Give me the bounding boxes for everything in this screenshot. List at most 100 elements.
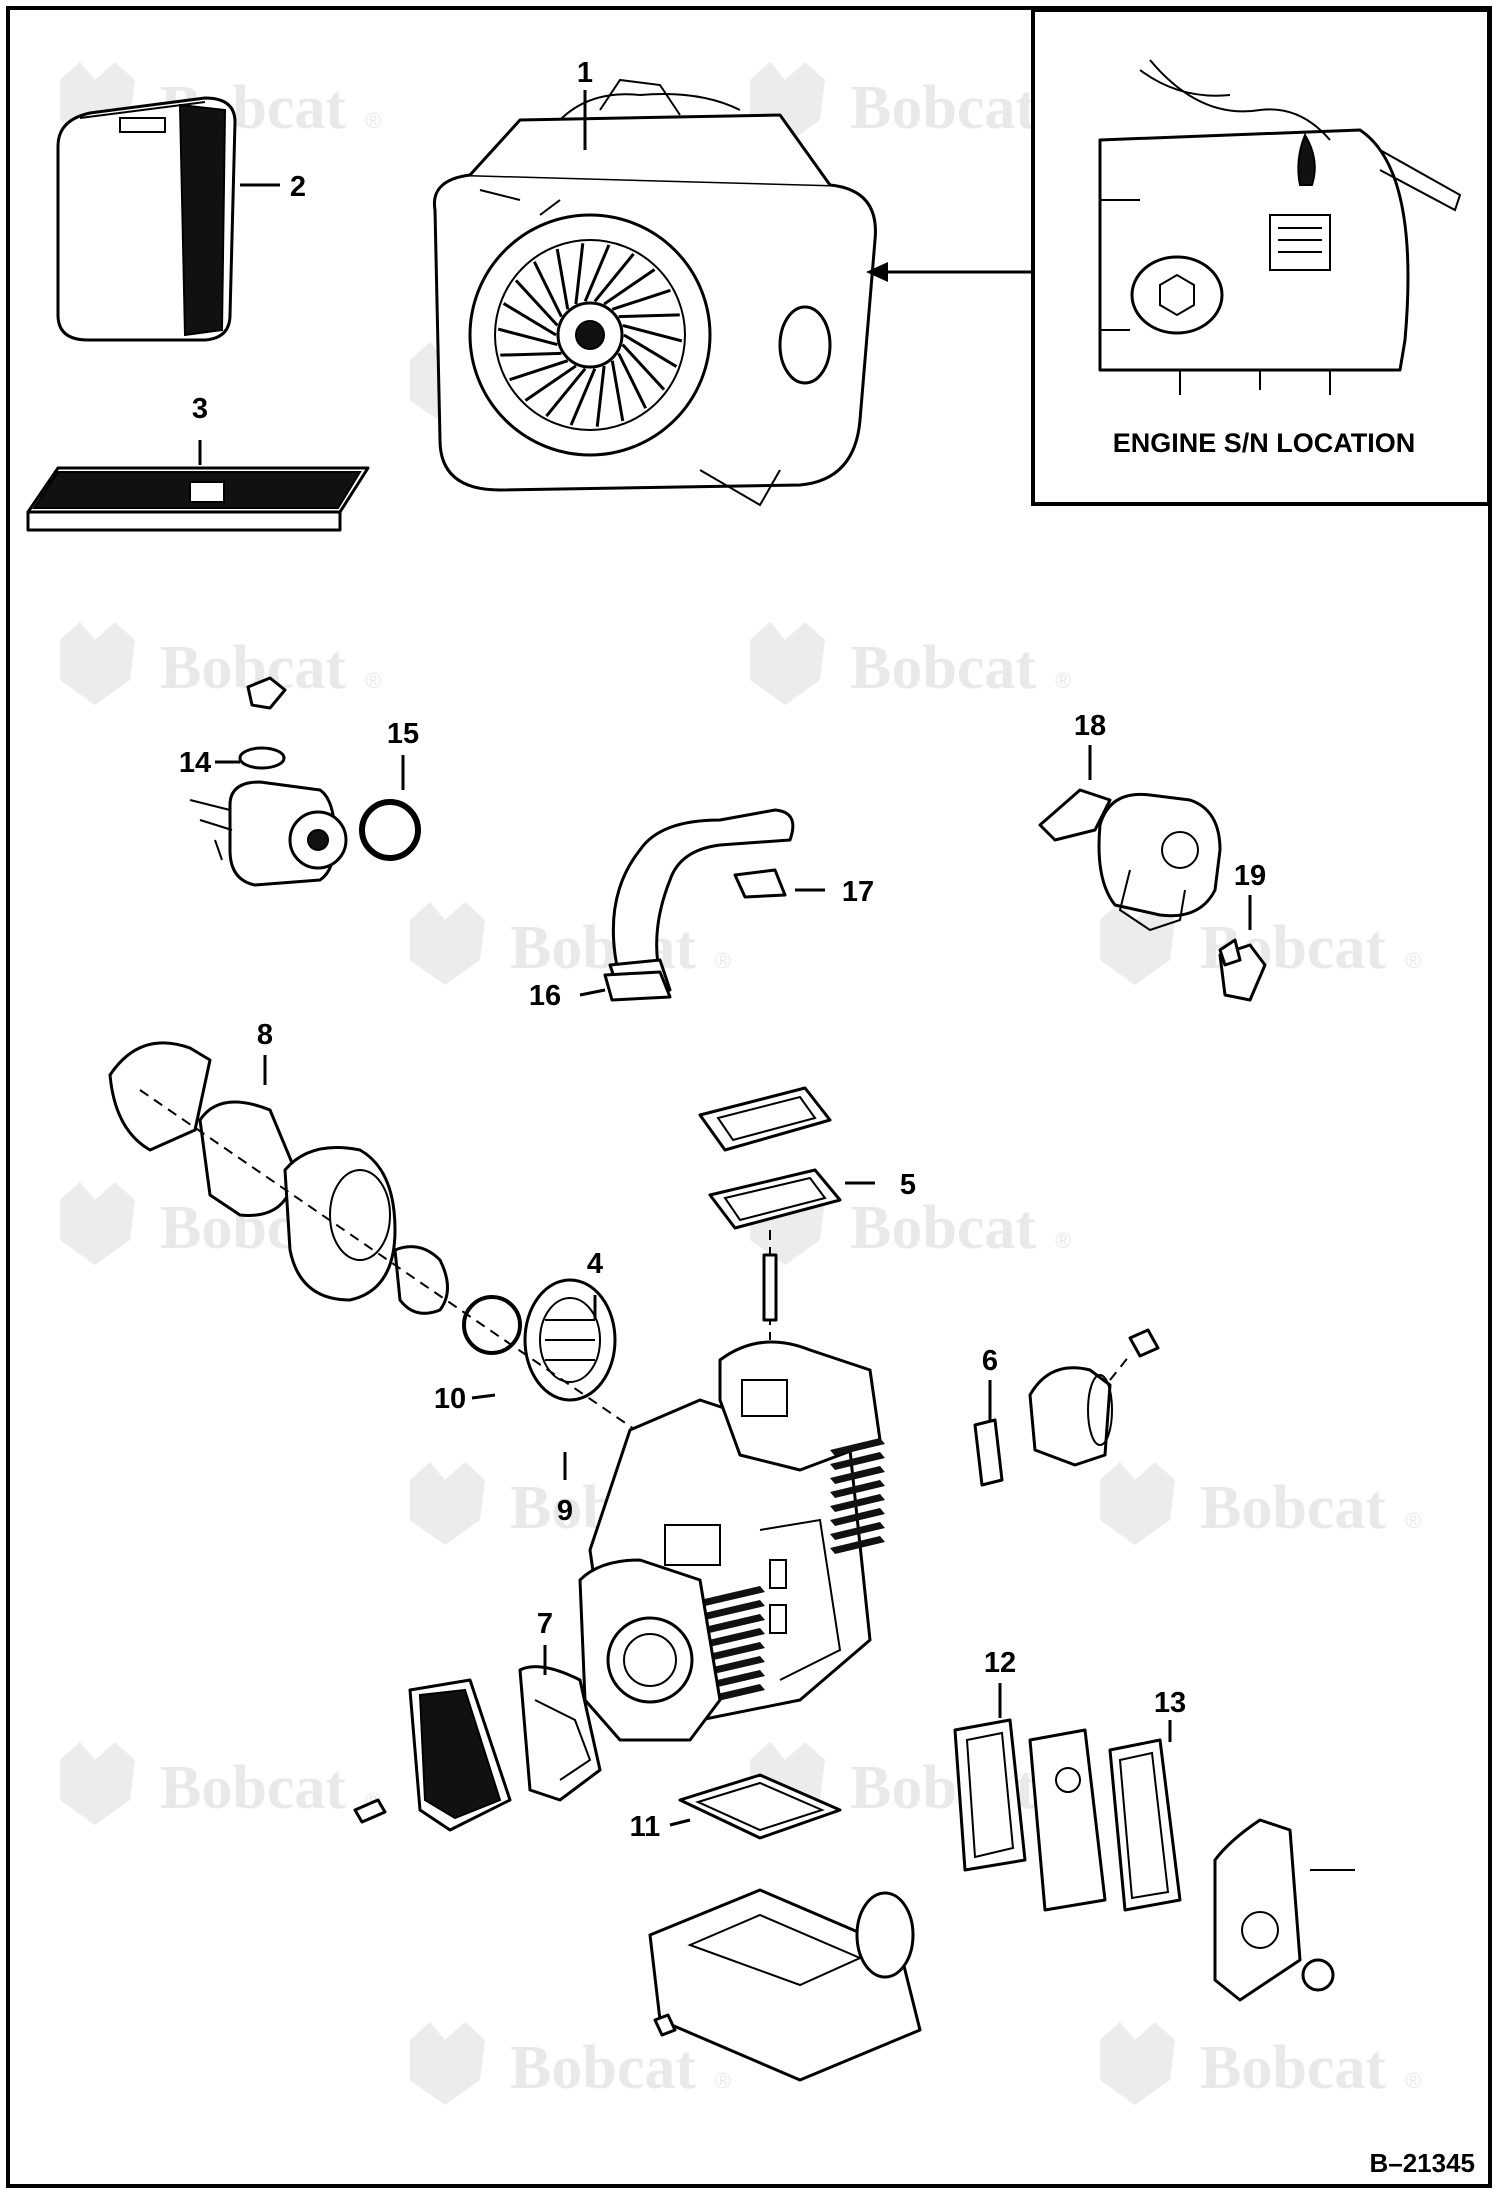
page-border [6, 6, 1492, 2188]
bobcat-logo-icon: Bobcat ® [410, 2022, 731, 2105]
callout-16: 16 [529, 980, 561, 1012]
fan-fin [509, 359, 569, 382]
fan-fin [593, 252, 635, 303]
watermark-registered-mark: ® [1055, 668, 1071, 693]
callout-13: 13 [1154, 1687, 1186, 1719]
callout-3: 3 [192, 393, 208, 425]
fan-fin [617, 352, 647, 409]
callout-8: 8 [257, 1019, 273, 1051]
watermark-registered-mark: ® [365, 108, 381, 133]
watermark-registered-mark: ® [1405, 2068, 1421, 2093]
cooling-fin [700, 1628, 765, 1648]
gear-cover-gaskets-icon [953, 1718, 1355, 2002]
valve-cover-gasket-icon [698, 1086, 842, 1340]
callout-1: 1 [577, 57, 593, 89]
watermark-registered-mark: ® [1405, 1508, 1421, 1533]
cooling-fin [830, 1452, 885, 1470]
fan-fin [497, 327, 558, 347]
assembly-axis-line [139, 1089, 651, 1441]
fan-fins [497, 243, 683, 427]
cylinder-head-icon [353, 1665, 602, 1832]
fan-fin [618, 313, 680, 319]
engine-detail-icon [1098, 59, 1462, 395]
crankcase-icon [578, 1340, 885, 1742]
watermark-registered-mark: ® [715, 2068, 731, 2093]
callout-19: 19 [1234, 860, 1266, 892]
fan-fin [574, 243, 585, 305]
oil-filter-adapter-icon [973, 1328, 1160, 1487]
fan-fin [595, 365, 606, 427]
watermark-text: Bobcat [1200, 1474, 1386, 1542]
oil-pan-icon [648, 1773, 922, 2082]
inset-title: ENGINE S/N LOCATION [1113, 428, 1416, 458]
cooling-fin [830, 1494, 885, 1512]
callout-leaders [198, 90, 1252, 1827]
cooling-fin [830, 1536, 885, 1554]
bobcat-logo-icon: Bobcat® [750, 62, 1071, 145]
fan-fin [555, 248, 570, 310]
cooling-fin [830, 1438, 885, 1456]
fan-fin [533, 261, 563, 318]
watermark-text: Bobcat [160, 1754, 346, 1822]
drawing-reference-number: B–21345 [1369, 2148, 1475, 2178]
callout-5: 5 [900, 1169, 916, 1201]
callout-6: 6 [982, 1345, 998, 1377]
cooling-fin [830, 1508, 885, 1526]
watermark-registered-mark: ® [1405, 948, 1421, 973]
breather-tube-icon [603, 808, 795, 1002]
fuel-pump-icon [189, 676, 421, 887]
fan-fin [583, 244, 611, 302]
watermark-registered-mark: ® [715, 948, 731, 973]
fan-fin [524, 364, 577, 402]
fan-fin [502, 302, 557, 337]
callout-10: 10 [434, 1383, 466, 1415]
cooling-fin [700, 1586, 765, 1606]
callout-7: 7 [537, 1608, 553, 1640]
pre-cleaner-icon [26, 466, 370, 532]
callout-2: 2 [290, 171, 306, 203]
watermark-text: Bobcat [850, 74, 1036, 142]
cooling-fin [830, 1466, 885, 1484]
fan-fin [500, 351, 562, 357]
fan-fin [622, 323, 683, 343]
watermark-text: Bobcat [850, 634, 1036, 702]
cooling-fin [700, 1600, 765, 1620]
bobcat-logo-icon: Bobcat ® [1100, 2022, 1421, 2105]
fan-fin [611, 288, 671, 311]
callout-labels: 1 2 3 4 5 6 7 8 9 10 11 12 13 14 15 16 1… [179, 57, 1266, 1843]
cooling-fin [700, 1614, 765, 1634]
callout-14: 14 [179, 747, 211, 779]
callout-15: 15 [387, 718, 419, 750]
fan-fin [603, 268, 656, 306]
cooling-fins [700, 1438, 885, 1704]
watermark-text: Bobcat [1200, 2034, 1386, 2102]
bobcat-logo-icon: Bobcat® [60, 622, 381, 705]
cooling-fin [830, 1480, 885, 1498]
serial-number-inset: ENGINE S/N LOCATION [1031, 8, 1491, 506]
cooling-fin [700, 1642, 765, 1662]
cooling-fin [830, 1522, 885, 1540]
watermark-text: Bobcat [850, 1194, 1036, 1262]
fan-fin [545, 367, 587, 418]
fan-fin [621, 343, 666, 391]
bobcat-logo-icon: Bobcat ® [750, 622, 1071, 705]
callout-11: 11 [630, 1811, 661, 1843]
callout-17: 17 [842, 876, 874, 908]
bobcat-logo-icon: Bobcat® [60, 1742, 381, 1825]
fan-fin [623, 333, 678, 368]
callout-18: 18 [1074, 710, 1106, 742]
fan-fin [514, 279, 559, 327]
air-filter-icon [56, 96, 237, 342]
callout-12: 12 [984, 1647, 1016, 1679]
callout-9: 9 [557, 1495, 573, 1527]
watermark-text: Bobcat [510, 2034, 696, 2102]
watermark-registered-mark: ® [365, 668, 381, 693]
watermark-text: Bobcat [510, 914, 696, 982]
engine-assembly-icon [432, 78, 877, 507]
callout-4: 4 [587, 1248, 603, 1280]
watermark-registered-mark: ® [1055, 1228, 1071, 1253]
fan-fin [569, 368, 597, 426]
inset-pointer-arrow [866, 262, 888, 282]
bobcat-logo-icon: Bobcat ® [1100, 1462, 1421, 1545]
